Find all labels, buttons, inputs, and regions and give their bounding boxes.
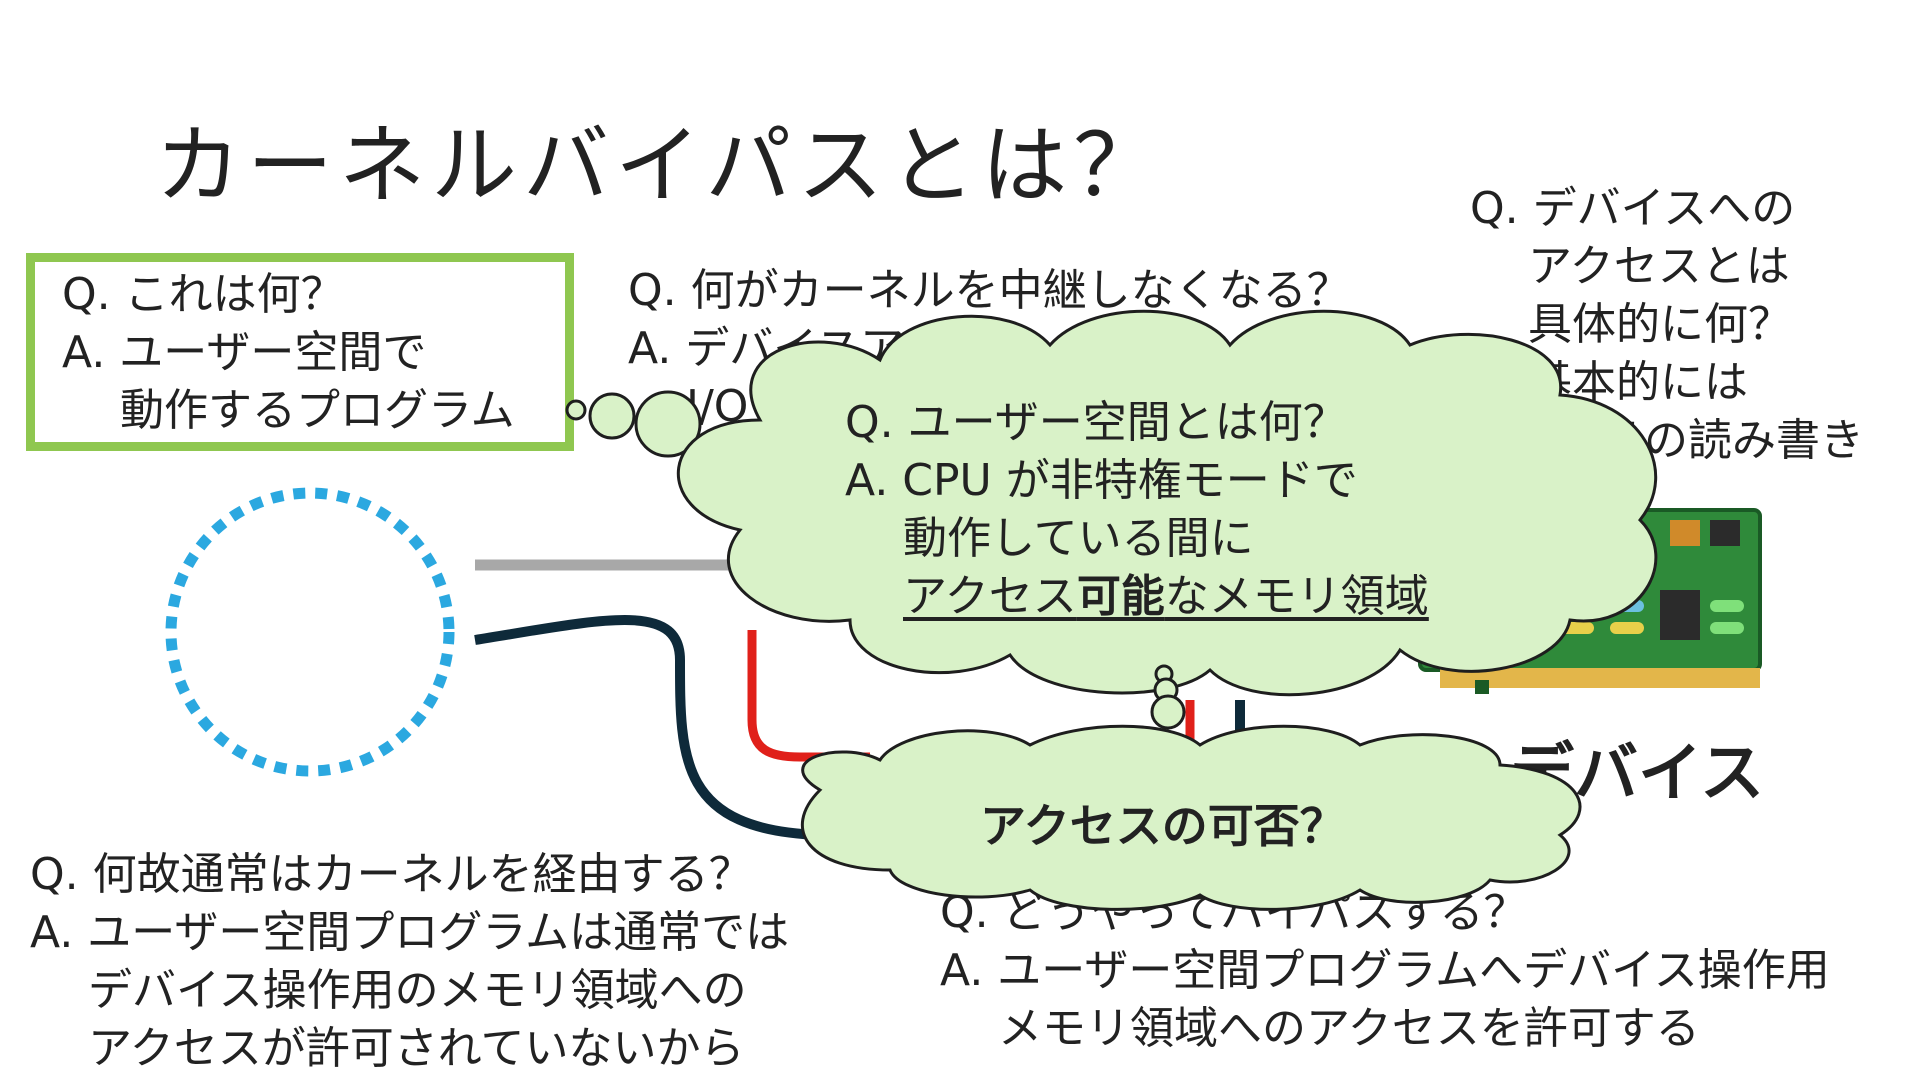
qa-answer-line: メモリ領域へのアクセスを許可する	[998, 1003, 1700, 1054]
qa-question: Q. ユーザー空間とは何？	[845, 397, 1347, 448]
qa-question: Q. デバイスへの	[1470, 183, 1796, 234]
qa-answer-line: アクセスが許可されていないから	[88, 1023, 745, 1074]
qa-how-bypass: Q. どうやってバイパスする？ A. ユーザー空間プログラムへデバイス操作用 メ…	[940, 884, 1830, 1058]
qa-what-is-this: Q. これは何？ A. ユーザー空間で 動作するプログラム	[62, 266, 515, 440]
qa-question: Q. 何故通常はカーネルを経由する？	[30, 849, 753, 900]
qa-device-access: Q. デバイスへの アクセスとは 具体的に何？ 基本的には リの読み書き	[1470, 180, 1864, 470]
bypass-path-line	[474, 615, 821, 840]
qa-userspace: Q. ユーザー空間とは何？ A. CPU が非特権モードで 動作している間に ア…	[845, 394, 1429, 626]
qa-answer-line: A. CPU が非特権モードで	[845, 455, 1358, 506]
user-program-circle	[165, 487, 455, 777]
page-title: カーネルバイパスとは？	[155, 116, 1166, 216]
thought-bubble-medium	[588, 392, 636, 440]
qa-why-kernel: Q. 何故通常はカーネルを経由する？ A. ユーザー空間プログラムは通常では デ…	[30, 846, 789, 1078]
memory-access-line	[747, 630, 870, 762]
thought-bubble-large	[634, 390, 702, 458]
thought-bubble-small	[565, 399, 587, 421]
thought-bubble-large	[1150, 694, 1186, 730]
qa-answer-line: A. ユーザー空間プログラムは通常では	[30, 907, 790, 958]
what-is-this-box	[26, 253, 574, 451]
qa-answer-line: 動作するプログラム	[120, 385, 515, 436]
text-segment: なメモリ領域	[1164, 571, 1429, 622]
qa-question-line: 具体的に何？	[1528, 299, 1792, 350]
qa-question: Q. 何がカーネルを中継しなくなる？	[628, 265, 1351, 316]
qa-answer-line: 動作している間に	[903, 513, 1254, 564]
userspace-cloud	[676, 309, 1658, 697]
access-cloud	[800, 724, 1582, 911]
access-question: アクセスの可否？	[980, 799, 1346, 853]
emphasis-text: 可能	[1076, 571, 1165, 622]
qa-answer-line: A. ユーザー空間プログラムへデバイス操作用	[940, 945, 1830, 996]
qa-answer-underlined-line: アクセス可能なメモリ領域	[845, 568, 1429, 626]
qa-question: Q. これは何？	[62, 269, 345, 320]
qa-answer-line: A. ユーザー空間で	[62, 327, 427, 378]
text-segment: アクセス	[903, 571, 1077, 622]
qa-question-line: アクセスとは	[1528, 241, 1790, 292]
qa-answer-line: デバイス操作用のメモリ領域への	[88, 965, 747, 1016]
